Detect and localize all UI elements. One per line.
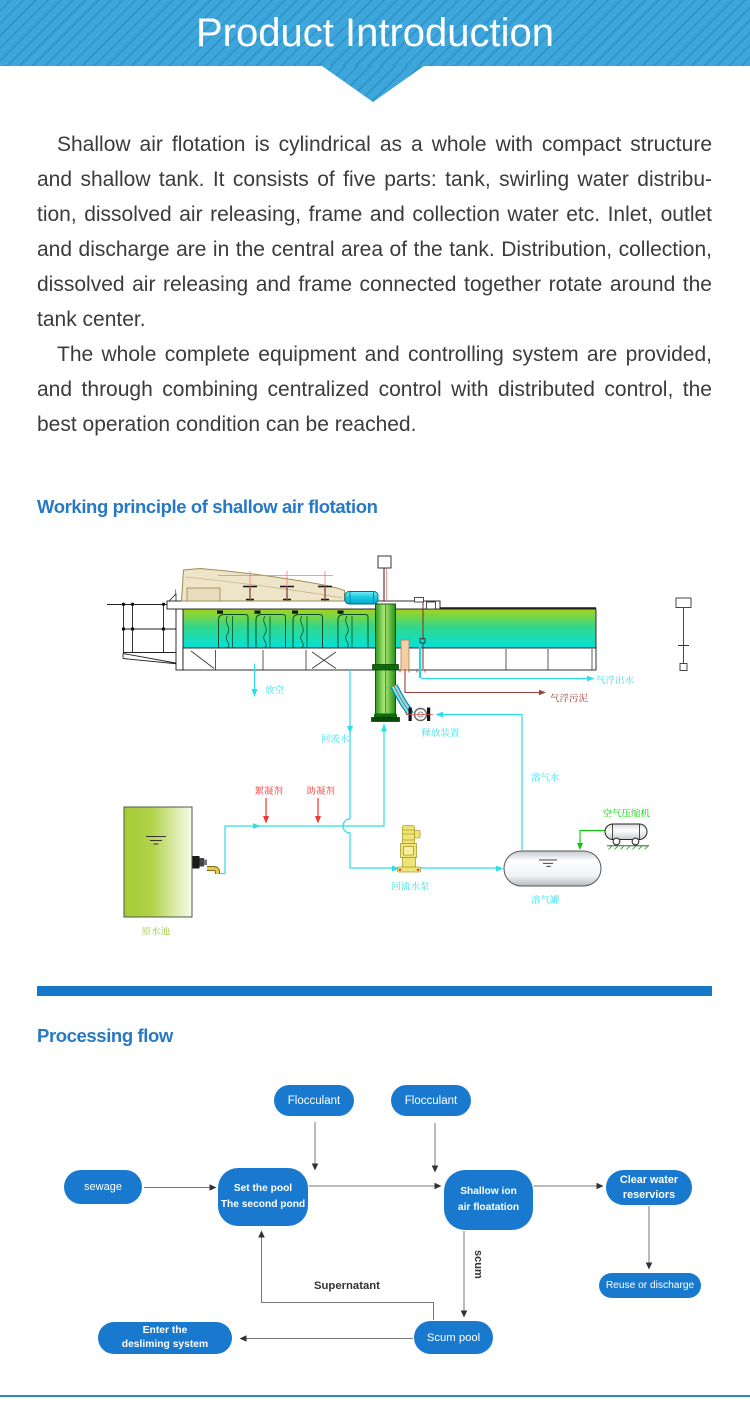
node-label: reserviors [622,1188,676,1201]
flow-node-reuse-discharge: Reuse or discharge [599,1273,701,1298]
dissolved-air-vessel [503,850,602,887]
diagram-label-rongqishui [531,772,560,782]
intro-line: Shallow air flotation is cylindrical as … [57,133,712,156]
mast-box [377,555,392,569]
flow-label-scum: scum [472,1250,484,1279]
pipe-raw-feed [220,724,385,875]
diagram-label-qifuchushui [596,675,634,685]
intro-text: Shallow air flotation is cylindrical as … [37,127,712,442]
node-label: desliming system [121,1339,209,1350]
flotation-tank-drawing [107,555,692,722]
node-label: sewage [84,1181,122,1193]
intro-line: tion, dissolved air releasing, frame and… [37,203,712,226]
flow-node-set-pool: Set the pool The second pond [218,1168,308,1226]
diagram-label-zhuningji [306,786,335,795]
tank-left-wall [175,608,184,671]
working-principle-diagram [107,555,692,936]
deck [166,600,441,610]
diagram-label-huiliushuibeng [392,881,430,891]
tank-bottom-structure [190,649,593,670]
return-pump [397,825,421,873]
diagram-label-kongyajixie [602,808,650,818]
flow-node-flocculant-2: Flocculant [391,1085,471,1116]
flow-arrowheads [209,1163,653,1342]
diagram-label-qifuwuni [550,693,588,703]
diagram-label-rongqiguan [531,895,560,904]
section-divider [37,986,712,996]
level-gauge [675,597,692,671]
flow-node-scum-pool: Scum pool [414,1321,493,1354]
intro-line: The whole complete equipment and control… [57,343,712,366]
header-banner: Product Introduction [0,0,750,66]
drive-cylinder [344,591,379,605]
flow-node-sewage: sewage [64,1170,142,1204]
scoop-box [186,587,221,602]
intro-line: best operation condition can be reached. [37,413,417,436]
node-label: Shallow ion [460,1186,517,1197]
pipe-return-water [342,670,501,869]
flow-node-flocculant-1: Flocculant [274,1085,354,1116]
diagram-label-fangkong [265,684,284,694]
intro-line: and through combining centralized contro… [37,378,712,401]
node-label: Set the pool [233,1183,293,1194]
line-supernatant-return [261,1237,434,1320]
node-label: The second pond [220,1199,306,1210]
flow-label-supernatant: Supernatant [314,1280,380,1292]
node-label: Enter the [142,1325,188,1336]
air-compressor [604,823,649,850]
construction-lines [218,557,387,601]
heading-processing-flow: Processing flow [37,1025,173,1046]
flow-node-shallow-flotation: Shallow ion air floatation [444,1170,533,1230]
pipe-arrowheads-cyan [251,675,595,872]
pipe-air-line [579,829,605,845]
banner-arrow [322,66,424,102]
baffle-hangers [217,610,344,614]
flange-ticks [399,669,426,673]
raw-water-pool [123,806,220,918]
node-label: Clear water [619,1174,679,1186]
diagram-label-huiliushui [322,733,350,743]
bottom-rule [0,1395,750,1397]
scoop-wedge [180,567,345,602]
pipe-sludge-line [404,669,539,694]
dosing-arrows [265,798,319,817]
diagram-label-yuanshuichi [141,926,170,936]
sludge-pipe [400,639,410,671]
intro-line: and shallow tank. It consists of five pa… [37,168,712,191]
node-label: Reuse or discharge [605,1280,695,1291]
intro-line: dissolved air releasing and frame connec… [37,273,712,296]
intro-line: tank center. [37,308,146,331]
piping-cyan [220,664,587,875]
flowchart-connectors [144,1122,653,1342]
scaffold-nodes [121,602,166,631]
node-label: Flocculant [287,1094,341,1107]
page-title: Product Introduction [196,10,554,55]
flow-node-desliming: Enter the desliming system [98,1322,232,1354]
intro-line: and discharge are in the central area of… [37,238,712,261]
heading-working-principle: Working principle of shallow air flotati… [37,496,378,517]
diagram-label-xuningji [254,785,283,795]
tank-baffles [218,614,369,648]
diagram-label-shifang [421,728,460,737]
release-device [390,684,433,722]
node-label: Scum pool [426,1331,481,1344]
service-platform [107,604,185,665]
pipe-dissolved-air-water [436,713,523,850]
node-label: Flocculant [404,1094,458,1107]
flow-node-clear-water: Clear water reserviors [606,1170,692,1205]
node-label: air floatation [457,1202,520,1213]
